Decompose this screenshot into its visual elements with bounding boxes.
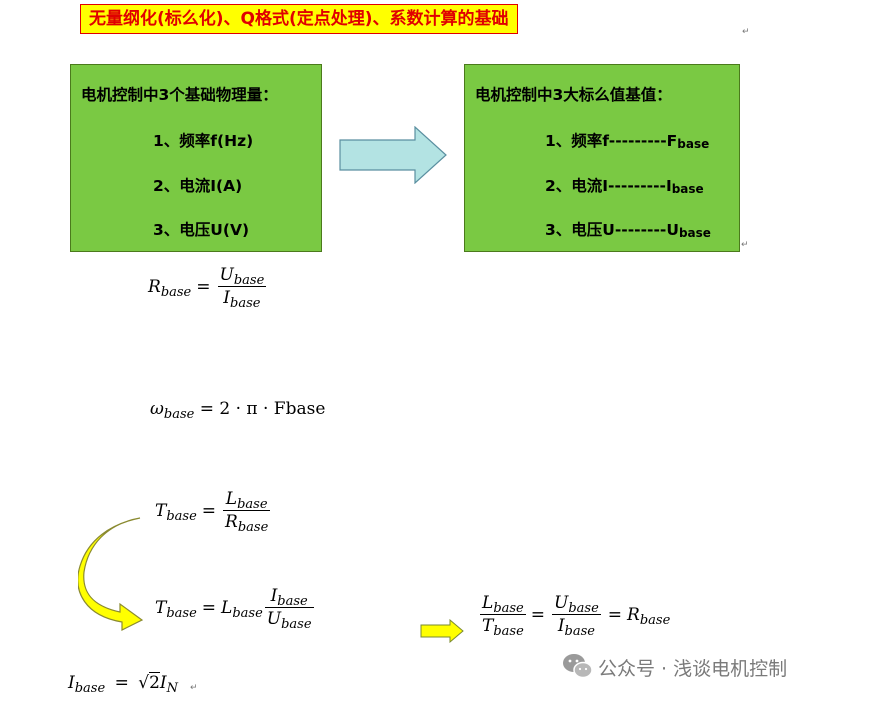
- formula-r-base: Rbase= Ubase Ibase: [148, 265, 267, 311]
- formula-i-base: Ibase = √2IN: [68, 672, 178, 696]
- wechat-icon: [563, 654, 593, 679]
- base-values-box: 电机控制中3大标么值基值： 1、频率f---------Fbase 2、电流I-…: [464, 64, 740, 252]
- formula-ratio-r-base: Lbase Tbase = Ubase Ibase =Rbase: [480, 593, 671, 639]
- list-item: 2、电流I---------Ibase: [545, 177, 704, 196]
- formula-t-base-l-i-over-u: Tbase=Lbase Ibase Ubase: [155, 586, 314, 632]
- formula-omega-base: ωbase = 2 · π · Fbase: [150, 399, 326, 422]
- list-item: 2、电流I(A): [153, 177, 243, 195]
- list-item: 3、电压U(V): [153, 221, 250, 239]
- watermark: 公众号 · 浅谈电机控制: [598, 658, 788, 680]
- paragraph-mark: ↵: [741, 240, 749, 250]
- paragraph-mark: ↵: [190, 683, 198, 693]
- right-arrow-icon: [420, 619, 464, 643]
- right-arrow-icon: [339, 126, 447, 184]
- box-heading: 电机控制中3个基础物理量：: [81, 86, 278, 104]
- formula-t-base-l-over-r: Tbase= Lbase Rbase: [155, 489, 271, 535]
- box-heading: 电机控制中3大标么值基值：: [475, 86, 672, 104]
- physical-quantities-box: 电机控制中3个基础物理量： 1、频率f(Hz) 2、电流I(A) 3、电压U(V…: [70, 64, 322, 252]
- page-title: 无量纲化(标么化)、Q格式(定点处理)、系数计算的基础: [80, 4, 518, 34]
- list-item: 3、电压U--------Ubase: [545, 221, 711, 240]
- list-item: 1、频率f(Hz): [153, 132, 254, 150]
- list-item: 1、频率f---------Fbase: [545, 132, 710, 151]
- paragraph-mark: ↵: [742, 27, 750, 37]
- curved-arrow-icon: [78, 517, 144, 631]
